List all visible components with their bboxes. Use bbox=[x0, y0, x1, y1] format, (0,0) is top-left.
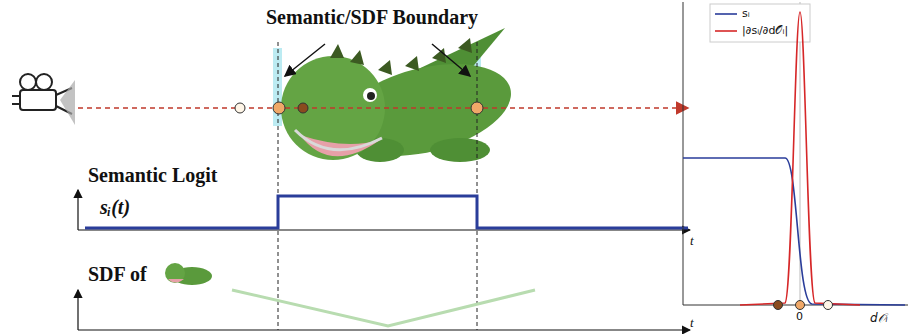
math-label: sᵢ(t) bbox=[100, 196, 130, 218]
legend-text: |∂sᵢ/∂d𝒪ᵢ| bbox=[742, 24, 788, 37]
legend-line bbox=[715, 10, 737, 18]
row-label: SDF of bbox=[88, 263, 147, 285]
legend-entry: sᵢ bbox=[715, 7, 750, 20]
legend-text: sᵢ bbox=[742, 7, 750, 20]
axis-label: 0 bbox=[796, 311, 803, 323]
axis-label: t bbox=[690, 316, 694, 330]
row-label: Semantic Logit bbox=[88, 164, 217, 186]
axis-label: t bbox=[690, 234, 694, 248]
legend-entry: |∂sᵢ/∂d𝒪ᵢ| bbox=[715, 24, 788, 37]
axis-label: d𝒪ᵢ bbox=[870, 312, 888, 325]
title: Semantic/SDF Boundary bbox=[266, 6, 478, 28]
legend-line bbox=[715, 27, 737, 35]
